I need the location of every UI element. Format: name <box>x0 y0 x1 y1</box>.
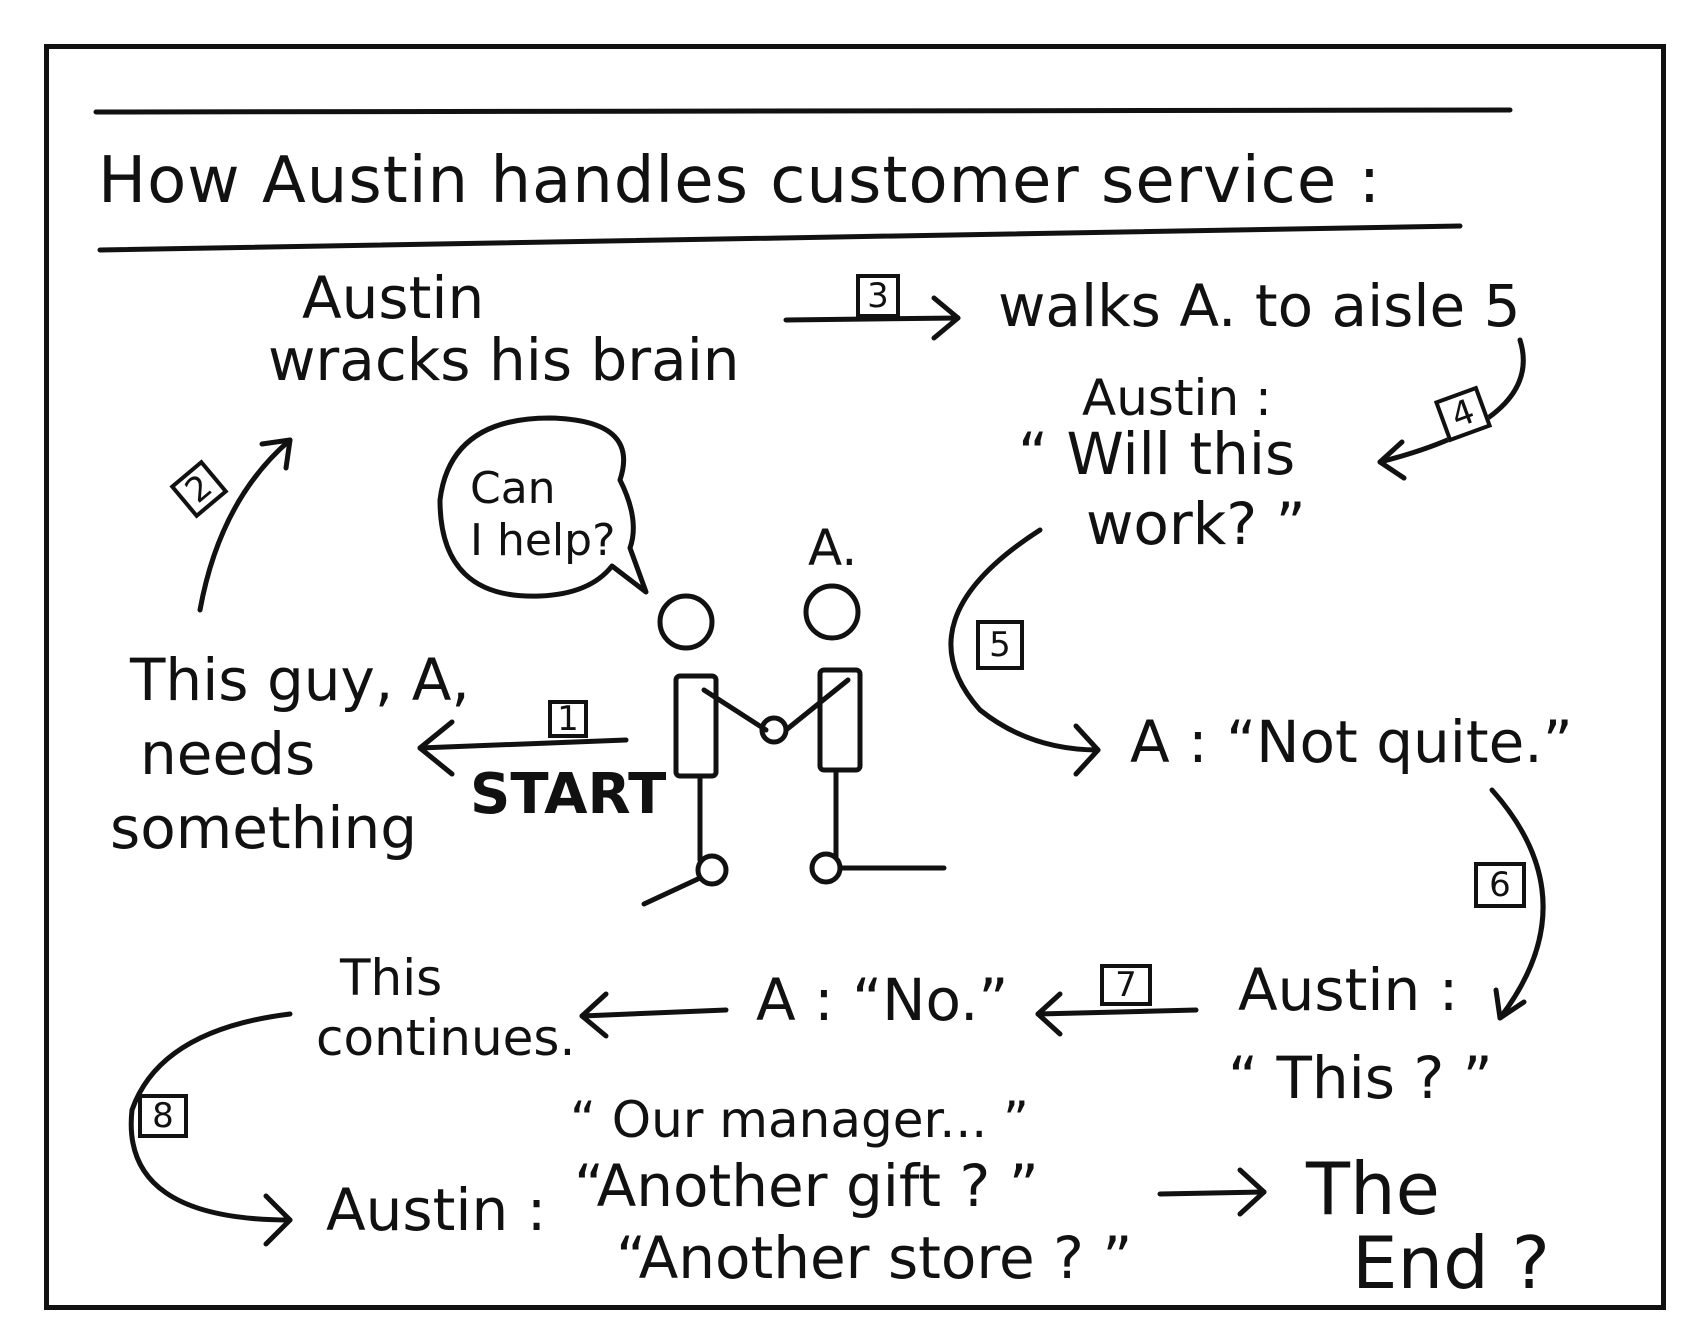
step-number-1: 1 <box>548 700 588 738</box>
arrow-5 <box>948 527 1101 753</box>
step-number-8: 8 <box>138 1094 188 1138</box>
austin-foot <box>695 853 729 887</box>
diagram-frame <box>44 44 1666 1310</box>
the-end-line-1: The <box>1306 1147 1440 1231</box>
arrow-continues <box>579 1007 729 1019</box>
arrow-8 <box>128 1011 293 1223</box>
arrow-3 <box>783 315 961 323</box>
arrow-6-head <box>1493 987 1527 1021</box>
arrow-7 <box>1035 1007 1199 1017</box>
arrow-1-head <box>417 719 455 777</box>
node-continues-line-1: This <box>340 949 443 1007</box>
step-number-7: 7 <box>1100 964 1152 1006</box>
node-this-q-line-1: Austin : <box>1238 956 1459 1024</box>
arrow-5-head <box>1073 723 1101 777</box>
arrow-end <box>1157 1189 1267 1197</box>
node-wracks-line-1: Austin <box>302 264 485 332</box>
step-number-3: 3 <box>856 274 900 318</box>
arrow-2 <box>197 437 293 613</box>
the-end-line-2: End ? <box>1352 1221 1550 1305</box>
final-quote-1: “ Our manager... ” <box>570 1091 1029 1149</box>
node-not-quite: A : “Not quite.” <box>1130 708 1573 776</box>
customer-body <box>817 667 863 773</box>
node-will-this-line-1: Austin : <box>1082 369 1272 427</box>
node-needs-line-1: This guy, A, <box>130 646 470 714</box>
node-walks: walks A. to aisle 5 <box>998 272 1521 340</box>
node-needs-line-3: something <box>110 794 418 862</box>
speech-bubble-shape <box>437 415 649 599</box>
final-quote-2: “Another gift ? ” <box>574 1152 1039 1220</box>
node-no: A : “No.” <box>756 966 1009 1034</box>
step-number-5: 5 <box>976 620 1024 670</box>
customer-arm <box>783 677 851 733</box>
austin-head <box>657 593 715 651</box>
customer-head <box>803 583 861 641</box>
node-this-q-line-2: “ This ? ” <box>1228 1044 1493 1112</box>
node-will-this-line-2: “ Will this <box>1018 420 1296 488</box>
node-will-this-line-3: work? ” <box>1086 490 1306 558</box>
speech-bubble-line-2: I help? <box>470 515 616 566</box>
final-quote-3: “Another store ? ” <box>616 1224 1133 1292</box>
arrow-8-head <box>263 1193 293 1247</box>
start-label: START <box>470 762 667 827</box>
arrow-1 <box>417 737 629 751</box>
austin-body <box>673 673 719 779</box>
austin-arm <box>701 687 769 733</box>
node-austin-final: Austin : <box>326 1176 547 1244</box>
arrow-2-head <box>259 437 293 471</box>
customer-foot <box>809 851 843 885</box>
arrow-continues-head <box>579 991 609 1039</box>
arrow-4 <box>1377 337 1526 465</box>
diagram-title: How Austin handles customer service : <box>98 144 1382 218</box>
step-number-6: 6 <box>1474 862 1526 908</box>
node-continues-line-2: continues. <box>316 1009 576 1067</box>
austin-shoe <box>641 875 703 907</box>
arrow-4-head <box>1377 439 1407 481</box>
title-rule-top <box>93 107 1513 115</box>
speech-bubble-line-1: Can <box>470 463 556 514</box>
arrow-6 <box>1489 787 1546 1021</box>
node-wracks-line-2: wracks his brain <box>268 326 740 394</box>
customer-label: A. <box>808 519 858 577</box>
arrow-end-head <box>1237 1167 1267 1217</box>
arrow-7-head <box>1035 991 1063 1037</box>
node-needs-line-2: needs <box>140 720 316 788</box>
title-rule-under <box>97 223 1463 253</box>
arrow-3-head <box>931 295 961 341</box>
